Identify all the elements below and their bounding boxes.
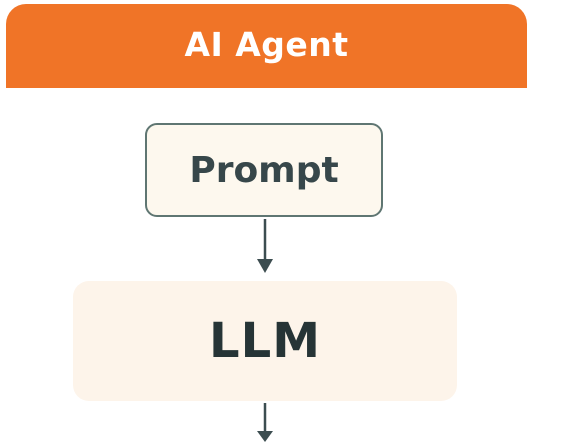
prompt-node-label: Prompt (189, 149, 339, 191)
llm-node: LLM (73, 281, 457, 401)
arrow-prompt-to-llm (257, 219, 273, 273)
arrow-llm-to-next (257, 403, 273, 442)
header-banner: AI Agent (6, 4, 527, 88)
llm-node-label: LLM (209, 313, 321, 369)
arrow-prompt-to-llm-head (257, 259, 273, 273)
prompt-node: Prompt (145, 123, 383, 217)
diagram-title: AI Agent (184, 24, 349, 64)
arrow-llm-to-next-head (257, 431, 273, 442)
